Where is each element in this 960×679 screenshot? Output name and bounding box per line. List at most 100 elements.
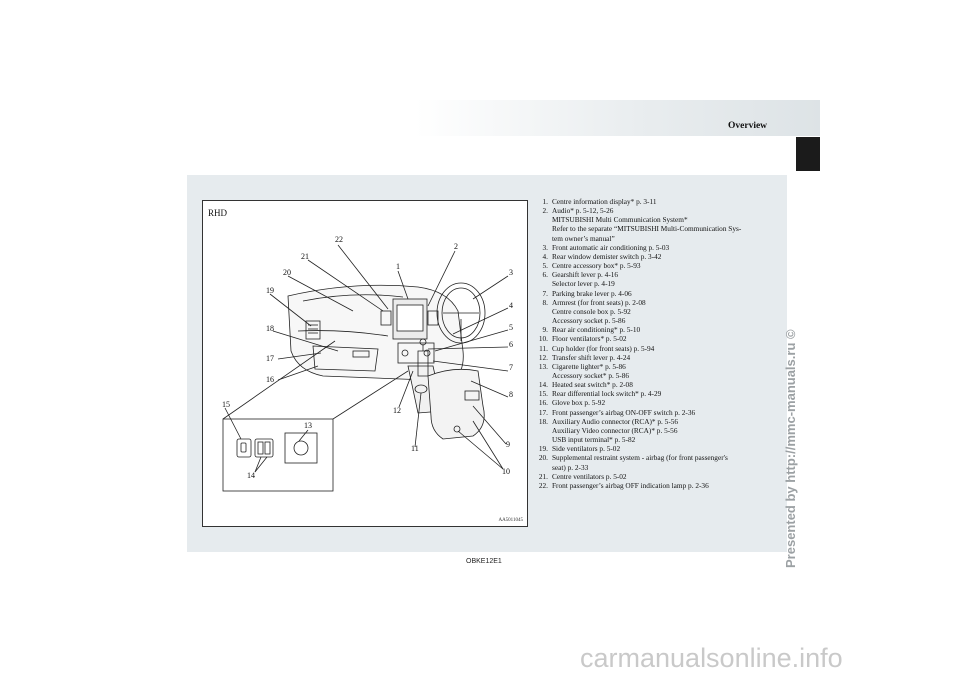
list-item: 12. Transfer shift lever p. 4-24 xyxy=(531,353,783,362)
list-item-number: 19. xyxy=(538,444,548,454)
list-item-text: Transfer shift lever p. 4-24 xyxy=(552,352,631,362)
list-item: 15.Rear differential lock switch* p. 4-2… xyxy=(531,389,783,398)
list-item-number: 1. xyxy=(542,197,548,206)
list-item-number: 4. xyxy=(542,251,548,261)
list-item-number: 6. xyxy=(542,270,548,280)
list-item-text: Rear air conditioning* p. 5-10 xyxy=(552,325,641,335)
list-item-text: Accessory socket* p. 5-86 xyxy=(552,370,630,380)
callout-5: 5 xyxy=(509,323,513,332)
list-item-text: tem owner’s manual” xyxy=(552,233,615,243)
callout-7: 7 xyxy=(509,363,513,372)
callout-18: 18 xyxy=(266,324,274,333)
list-item-number xyxy=(531,307,552,316)
list-item-text: Armrest (for front seats) p. 2-08 xyxy=(552,297,646,307)
callout-17: 17 xyxy=(266,354,274,363)
section-tab xyxy=(796,137,820,171)
callout-2: 2 xyxy=(454,242,458,251)
callout-15: 15 xyxy=(222,400,230,409)
list-item-number xyxy=(531,224,552,233)
list-item-number: 16. xyxy=(538,398,548,408)
list-item: 16.Glove box p. 5-92 xyxy=(531,398,783,407)
dashboard-figure: RHD xyxy=(202,200,528,527)
list-item-text: Gearshift lever p. 4-16 xyxy=(552,270,619,280)
list-item: 2. Audio* p. 5-12, 5-26 xyxy=(531,206,783,215)
list-item-number: 10. xyxy=(538,334,548,344)
list-item-subline: Auxiliary Video connector (RCA)* p. 5-56 xyxy=(531,426,783,435)
list-item: 3.Front automatic air conditioning p. 5-… xyxy=(531,243,783,252)
list-item-text: Floor ventilators* p. 5-02 xyxy=(552,334,627,344)
list-item-number xyxy=(531,463,552,472)
list-item-number xyxy=(531,215,552,224)
list-item-subline: Accessory socket* p. 5-86 xyxy=(531,371,783,380)
list-item-number: 8. xyxy=(542,297,548,307)
callout-1: 1 xyxy=(396,262,400,271)
list-item: 13. Cigarette lighter* p. 5-86 xyxy=(531,362,783,371)
list-item: 20.Supplemental restraint system - airba… xyxy=(531,453,783,462)
list-item-subline: Refer to the separate “MITSUBISHI Multi-… xyxy=(531,224,783,233)
list-item-text: Refer to the separate “MITSUBISHI Multi-… xyxy=(552,224,742,234)
callout-19: 19 xyxy=(266,286,274,295)
list-item-text: Accessory socket p. 5-86 xyxy=(552,316,626,326)
list-item-number: 13. xyxy=(538,361,548,371)
footer-code: OBKE12E1 xyxy=(466,558,502,565)
list-item-number: 18. xyxy=(538,416,548,426)
list-item-subline: MITSUBISHI Multi Communication System* xyxy=(531,215,783,224)
callout-21: 21 xyxy=(301,252,309,261)
list-item: 8. Armrest (for front seats) p. 2-08 xyxy=(531,298,783,307)
list-item-number xyxy=(531,279,552,288)
list-item-subline: Selector lever p. 4-19 xyxy=(531,279,783,288)
component-list: 1. Centre information display* p. 3-11 2. A… xyxy=(531,197,783,490)
list-item-text: Centre accessory box* p. 5-93 xyxy=(552,261,641,271)
list-item-text: Parking brake lever p. 4-06 xyxy=(552,288,632,298)
list-item-number xyxy=(531,435,552,444)
callout-13: 13 xyxy=(304,421,312,430)
list-item: 11.Cup holder (for front seats) p. 5-94 xyxy=(531,344,783,353)
callout-3: 3 xyxy=(509,268,513,277)
callout-14: 14 xyxy=(247,471,255,480)
callout-9: 9 xyxy=(506,440,510,449)
list-item-subline: Centre console box p. 5-92 xyxy=(531,307,783,316)
list-item-number xyxy=(531,234,552,243)
list-item-number xyxy=(531,371,552,380)
list-item-text: Audio* p. 5-12, 5-26 xyxy=(552,206,614,216)
list-item-text: Centre information display* p. 3-11 xyxy=(552,197,657,206)
list-item-text: Heated seat switch* p. 2-08 xyxy=(552,380,633,390)
callout-4: 4 xyxy=(509,301,513,310)
list-item-text: Front passenger’s airbag ON-OFF switch p… xyxy=(552,407,696,417)
list-item-subline: tem owner’s manual” xyxy=(531,234,783,243)
callout-11: 11 xyxy=(411,444,419,453)
page-section-title: Overview xyxy=(728,121,768,131)
list-item: 5.Centre accessory box* p. 5-93 xyxy=(531,261,783,270)
callout-22: 22 xyxy=(335,235,343,244)
side-watermark: Presented by http://mmc-manuals.ru © xyxy=(783,329,798,568)
list-item-number: 15. xyxy=(538,389,548,399)
dashboard-illustration xyxy=(222,244,509,492)
list-item-number xyxy=(531,316,552,325)
list-item: 7.Parking brake lever p. 4-06 xyxy=(531,289,783,298)
callout-16: 16 xyxy=(266,375,274,384)
list-item-text: Cup holder (for front seats) p. 5-94 xyxy=(552,343,655,353)
list-item-text: Side ventilators p. 5-02 xyxy=(552,444,621,454)
list-item-number: 17. xyxy=(538,407,548,417)
list-item-number: 21. xyxy=(538,471,548,481)
list-item: 22. Front passenger’s airbag OFF indicati… xyxy=(531,481,783,490)
list-item-number: 2. xyxy=(542,206,548,216)
list-item: 6. Gearshift lever p. 4-16 xyxy=(531,270,783,279)
figure-label: RHD xyxy=(208,208,228,218)
figure-code: AA5011045 xyxy=(498,518,523,523)
list-item-text: Front passenger’s airbag OFF indication … xyxy=(552,480,709,490)
list-item-text: Rear window demister switch p. 3-42 xyxy=(552,251,662,261)
list-item-text: Auxiliary Video connector (RCA)* p. 5-56 xyxy=(552,425,678,435)
list-item-text: seat) p. 2-33 xyxy=(552,462,589,472)
list-item-text: Supplemental restraint system - airbag (… xyxy=(552,453,728,463)
list-item-number: 22. xyxy=(538,480,548,490)
callout-12: 12 xyxy=(393,406,401,415)
list-item-text: Selector lever p. 4-19 xyxy=(552,279,615,289)
list-item-number: 12. xyxy=(538,352,548,362)
bottom-watermark: carmanualsonline.info xyxy=(580,643,843,673)
list-item-text: Centre console box p. 5-92 xyxy=(552,306,631,316)
list-item-text: Centre ventilators p. 5-02 xyxy=(552,471,627,481)
list-item-text: Cigarette lighter* p. 5-86 xyxy=(552,361,626,371)
list-item-text: USB input terminal* p. 5-82 xyxy=(552,435,636,445)
list-item-number: 14. xyxy=(538,380,548,390)
